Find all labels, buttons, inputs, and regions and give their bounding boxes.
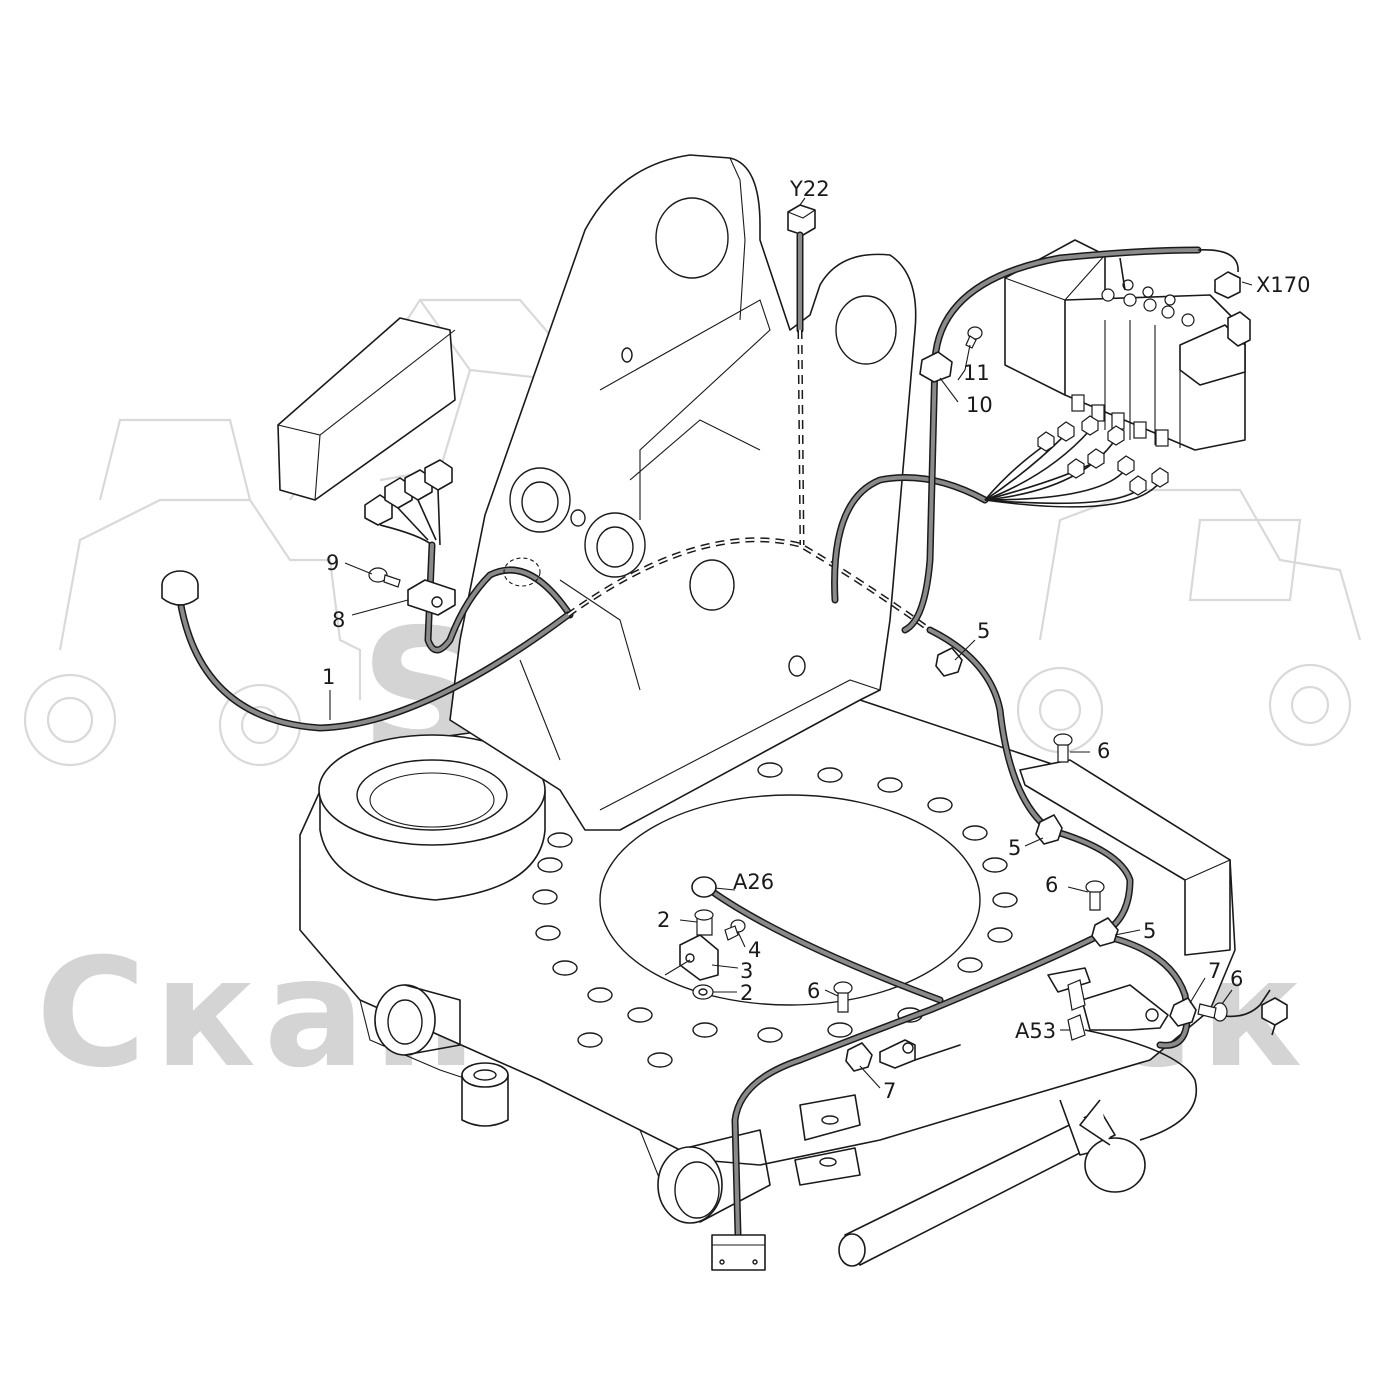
small-connectors [1037,415,1169,496]
cable-vertical-right [901,326,983,634]
cable-a26 [691,876,944,1004]
label-3: 3 [740,959,753,983]
sensor-branch-harness [831,415,1169,604]
side-box [1019,759,1231,956]
valve-plugs-top [1101,279,1195,327]
valve-block [1004,239,1251,451]
watermark-tractor-right [1016,488,1362,754]
label-10: 10 [966,393,993,417]
connector-x170 [931,246,1241,364]
label-9: 9 [326,551,339,575]
slewing-frame [299,699,1236,1267]
bolts-6 [833,733,1228,1022]
clamps-7 [845,997,1197,1072]
parts-2-3-4 [679,909,746,1000]
label-8: 8 [332,608,345,632]
cable-passage [503,557,541,587]
leader-lines [329,197,1253,1089]
label-5-middle: 5 [1008,836,1021,860]
label-2-bottom: 2 [740,981,753,1005]
label-a26: A26 [733,870,774,894]
harness-right [731,626,1197,1239]
label-7-center: 7 [883,1079,896,1103]
control-unit-box [277,317,456,501]
label-x170: X170 [1256,273,1310,297]
label-6-center: 6 [807,979,820,1003]
callout-labels: Y22 X170 1 9 8 11 10 5 6 5 6 5 7 6 A53 6… [322,177,1310,1103]
label-4: 4 [748,938,761,962]
label-11: 11 [963,361,990,385]
deck-holes [532,762,1018,1068]
label-1: 1 [322,665,335,689]
bolt-9 [368,567,401,588]
sensor-bracket [879,1039,961,1069]
cylinder-pivot-left [374,984,461,1056]
label-5-right: 5 [1143,919,1156,943]
label-y22: Y22 [789,177,830,201]
clamps-5 [935,647,1119,947]
label-7-right: 7 [1208,959,1221,983]
label-6-right: 6 [1230,967,1243,991]
connector-y22 [787,204,816,546]
valve-plugs-bottom [1071,394,1169,447]
label-2-top: 2 [657,908,670,932]
control-unit-connectors [364,459,574,654]
bushing-left [461,1062,509,1127]
frame-pipe [838,1099,1146,1267]
mount-brackets [794,1094,861,1186]
label-a53: A53 [1015,1019,1056,1043]
label-6-top: 6 [1097,739,1110,763]
label-5-top: 5 [977,619,990,643]
sensor-a53 [1047,967,1288,1141]
cable-1 [161,537,932,732]
connector-box-bottom [711,1234,766,1271]
clamp-8 [407,579,456,616]
label-6-middle: 6 [1045,873,1058,897]
cylinder-pivot-front [657,1129,771,1224]
slewing-ring [318,734,546,901]
